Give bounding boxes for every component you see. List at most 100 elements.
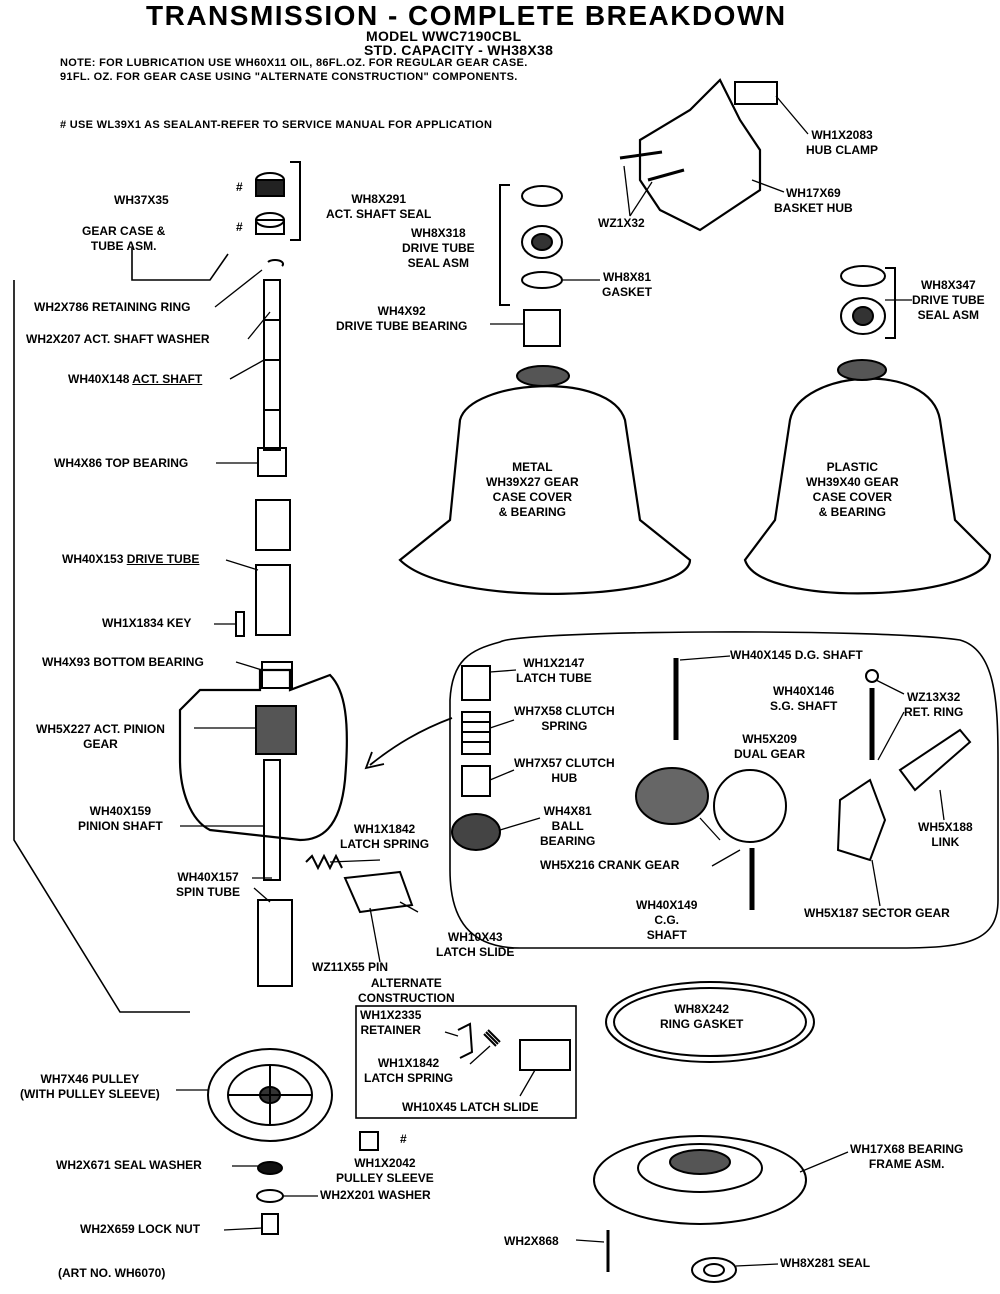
label-wh40x148: WH40X148 ACT. SHAFT [68,372,203,386]
gear-case-group-outline [13,248,229,1013]
label-wh40x153: WH40X153 DRIVE TUBE [62,552,200,566]
dual-gear-shape [635,767,709,825]
label-wh2x207: WH2X207 ACT. SHAFT WASHER [26,332,210,346]
clutch-hub-shape [461,765,491,797]
label-wh2x786: WH2X786 RETAINING RING [34,300,191,314]
label-wh40x145: WH40X145 D.G. SHAFT [730,648,863,662]
sector-gear-shape [836,778,887,862]
top-bearing-shape [257,447,287,477]
crank-gear-shape [713,769,787,843]
pinion-shaft-shape [263,759,281,881]
seal-asm-body [521,225,563,259]
label-wh37x35: WH37X35 [114,193,169,207]
seal-bracket-right [885,267,896,339]
label-wh2x659: WH2X659 LOCK NUT [80,1222,201,1236]
plastic-seal-ring [840,265,886,287]
label-wh1x1834: WH1X1834 KEY [102,616,192,630]
bottom-bearing-shape [261,661,293,689]
label-wz11x55: WZ11X55 PIN [312,960,389,974]
label-wh4x86: WH4X86 TOP BEARING [54,456,189,470]
link-shape [898,728,972,792]
key-shape [235,611,245,637]
latch-tube-shape [461,665,491,701]
drive-tube-upper [255,499,291,551]
hash-mark-3: # [400,1132,407,1146]
washer-shape [256,1189,284,1203]
detail-arrow [364,717,453,770]
retaining-ring-shape [267,258,285,267]
label-wh10x45: WH10X45 LATCH SLIDE [402,1100,539,1114]
alt-retainer-shape [457,1022,474,1059]
standard-capacity: STD. CAPACITY - WH38X38 [364,42,554,58]
label-wh2x671: WH2X671 SEAL WASHER [56,1158,202,1172]
sealant-note: # USE WL39X1 AS SEALANT-REFER TO SERVICE… [60,119,493,131]
seal-bracket [499,184,510,306]
ret-ring-shape [865,669,879,683]
lubrication-note-1: NOTE: FOR LUBRICATION USE WH60X11 OIL, 8… [60,57,528,69]
hash-mark-1: # [236,180,243,194]
label-wh5x216: WH5X216 CRANK GEAR [540,858,680,872]
leader-lines [176,95,945,1267]
hub-clamp-shape [734,81,778,105]
alternate-construction-box [355,1005,577,1119]
basket-hub-shape [638,78,762,232]
wh8x291-bracket [290,161,301,241]
alt-latch-slide-shape [519,1039,571,1071]
gasket-ring-shape [521,271,563,289]
label-wh2x868: WH2X868 [504,1234,559,1248]
label-wz1x32: WZ1X32 [598,216,645,230]
spin-tube-shape [257,899,293,987]
label-wh2x201: WH2X201 WASHER [320,1188,431,1202]
lock-nut-shape [261,1213,279,1235]
seal-washer-shape [257,1161,283,1175]
plastic-cover-shape [743,377,992,595]
label-wh7x46: WH7X46 PULLEY(WITH PULLEY SLEEVE) [20,1072,160,1101]
seal-ring-top [521,185,563,207]
lubrication-note-2: 91FL. OZ. FOR GEAR CASE USING "ALTERNATE… [60,71,518,83]
hub-bolt-2 [647,168,685,182]
drive-tube-bearing-shape [523,309,561,347]
hash-mark-2: # [236,220,243,234]
hub-bolt-1 [619,150,663,160]
label-wh4x93: WH4X93 BOTTOM BEARING [42,655,204,669]
seal-ring-shape [691,1257,737,1283]
label-gear-case: GEAR CASE &TUBE ASM. [82,224,166,253]
art-number: (ART NO. WH6070) [58,1266,166,1280]
gear-case-body [178,668,348,842]
act-shaft-seal-bottom-body [255,219,285,235]
act-shaft-shape [263,279,281,451]
ball-bearing-shape [451,813,501,851]
page-title: TRANSMISSION - COMPLETE BREAKDOWN [146,0,787,31]
drive-tube-lower [255,564,291,636]
latch-spring-coil [305,853,343,871]
gear-detail-outline [449,631,999,949]
act-shaft-seal-top-body [255,179,285,197]
